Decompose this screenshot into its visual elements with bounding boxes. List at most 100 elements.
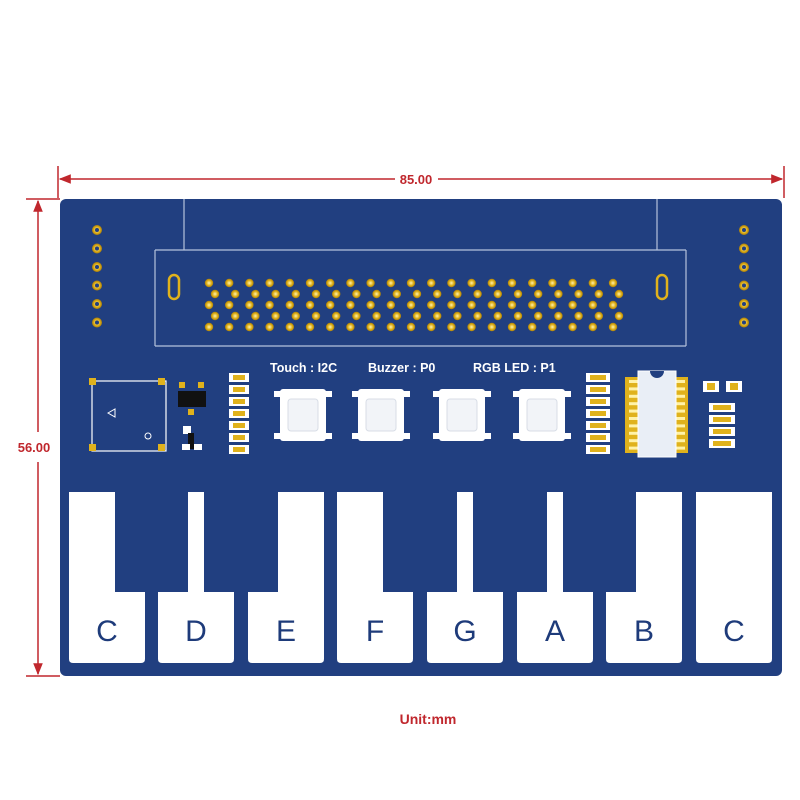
key-label: B — [634, 615, 654, 648]
key-label: E — [276, 615, 296, 648]
piano-key[interactable]: A — [517, 492, 593, 663]
connector-pin — [225, 278, 234, 288]
connector-pin — [473, 289, 482, 299]
connector-pin — [392, 289, 401, 299]
resistor-arrays — [229, 373, 735, 454]
connector-pin — [386, 300, 395, 310]
connector-pin — [291, 311, 300, 321]
height-label: 56.00 — [18, 440, 51, 455]
connector-pin — [352, 311, 361, 321]
connector-pin — [507, 300, 517, 310]
connector-pin — [507, 278, 517, 288]
connector-pin — [594, 289, 603, 299]
connector-pin — [366, 300, 375, 310]
connector-pin — [265, 322, 274, 332]
width-dimension: 85.00 — [57, 166, 785, 198]
connector-pin — [204, 278, 214, 288]
connector-pin — [245, 322, 254, 332]
connector-pin — [231, 311, 240, 321]
connector-pin — [271, 311, 280, 321]
connector-pin — [447, 278, 456, 288]
connector-pin — [467, 278, 476, 288]
piano-key[interactable]: D — [158, 492, 234, 663]
connector-pin — [210, 311, 220, 321]
piano-key[interactable]: F — [337, 492, 413, 663]
connector-pin — [473, 311, 482, 321]
connector-pin — [574, 311, 583, 321]
connector-pin — [534, 289, 543, 299]
connector-pin — [568, 322, 577, 332]
connector-pin — [285, 278, 294, 288]
connector-pin — [453, 289, 462, 299]
connector-pin — [305, 300, 315, 310]
connector-pin — [291, 289, 300, 299]
connector-pin — [507, 322, 517, 332]
white-key-surface[interactable] — [427, 492, 503, 663]
key-label: C — [96, 615, 118, 648]
connector-pin — [305, 278, 315, 288]
connector-pin — [392, 311, 401, 321]
connector-pin — [305, 322, 315, 332]
connector-pin — [427, 322, 436, 332]
connector-pin — [346, 278, 355, 288]
connector-pin — [487, 278, 496, 288]
edge-connector-outline — [154, 199, 687, 347]
white-key-surface[interactable] — [337, 492, 413, 663]
connector-pin — [225, 322, 234, 332]
touch-label: Touch : I2C — [270, 361, 337, 375]
white-key-surface[interactable] — [606, 492, 682, 663]
side-header-pads — [92, 225, 749, 328]
connector-pin — [406, 322, 416, 332]
piano-key[interactable]: G — [427, 492, 503, 663]
connector-pin — [332, 311, 341, 321]
connector-pin — [352, 289, 361, 299]
connector-pin — [204, 300, 214, 310]
key-label: C — [723, 615, 745, 648]
connector-pin — [614, 289, 624, 299]
connector-pin — [245, 278, 254, 288]
connector-pin-grid — [204, 278, 624, 332]
capacitors-right — [703, 381, 742, 392]
connector-pin — [447, 300, 456, 310]
rgb-led-label: RGB LED : P1 — [473, 361, 556, 375]
connector-pin — [412, 311, 422, 321]
connector-pin — [372, 311, 381, 321]
connector-pin — [433, 311, 442, 321]
touch-ic — [625, 370, 688, 458]
connector-pin — [427, 278, 436, 288]
connector-pin — [326, 278, 335, 288]
connector-pin — [554, 289, 563, 299]
white-key-surface[interactable] — [158, 492, 234, 663]
white-key-surface[interactable] — [69, 492, 145, 663]
connector-pin — [467, 322, 476, 332]
rgb-leds — [274, 389, 571, 441]
unit-label: Unit:mm — [400, 711, 457, 727]
rgb-led — [352, 389, 410, 441]
rgb-led — [433, 389, 491, 441]
connector-pin — [311, 289, 321, 299]
width-label: 85.00 — [400, 172, 433, 187]
connector-pin — [412, 289, 422, 299]
piano-key[interactable]: C — [69, 492, 145, 663]
piano-key[interactable]: B — [606, 492, 682, 663]
white-key-surface[interactable] — [517, 492, 593, 663]
connector-pin — [614, 311, 624, 321]
connector-pin — [386, 278, 395, 288]
connector-pin — [467, 300, 476, 310]
piano-key[interactable]: E — [248, 492, 324, 663]
piano-key[interactable]: C — [696, 492, 772, 663]
connector-pin — [265, 300, 274, 310]
white-key-surface[interactable] — [248, 492, 324, 663]
connector-pin — [588, 300, 597, 310]
buzzer-component — [89, 378, 167, 452]
rgb-led — [274, 389, 332, 441]
white-key-surface[interactable] — [696, 492, 772, 663]
height-dimension: 56.00 — [18, 198, 60, 677]
key-label: F — [366, 615, 384, 648]
connector-pin — [574, 289, 583, 299]
connector-pin — [285, 300, 294, 310]
connector-pin — [554, 311, 563, 321]
connector-pin — [245, 300, 254, 310]
connector-pin — [271, 289, 280, 299]
